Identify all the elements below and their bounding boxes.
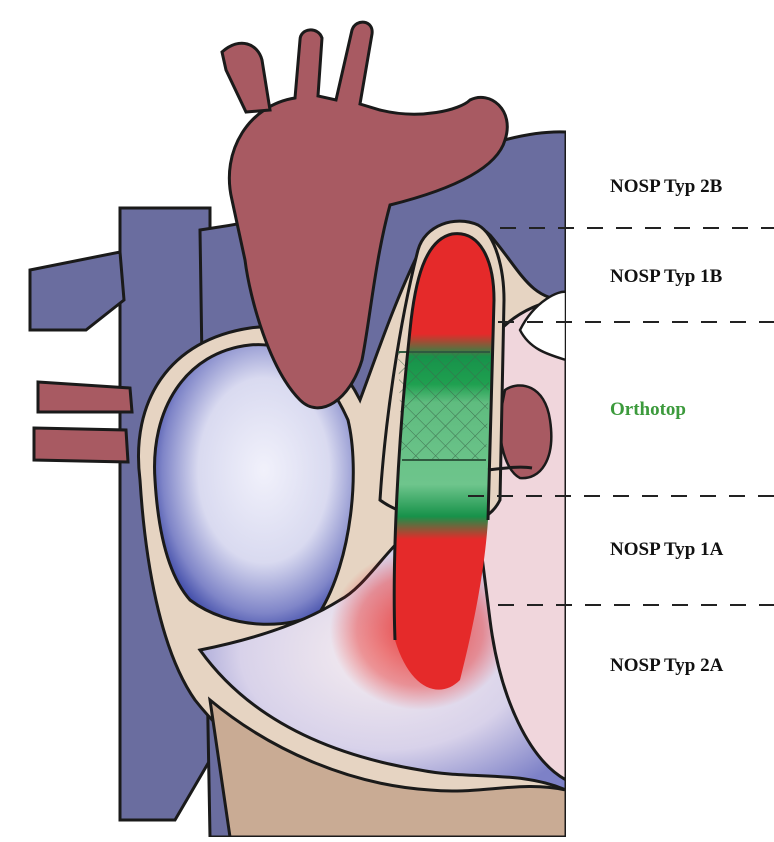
label-nosp-typ-1b: NOSP Typ 1B — [610, 266, 722, 288]
aortic-root-small — [500, 385, 552, 478]
pulmonary-vein-lower — [34, 428, 128, 462]
vein-branch-left — [30, 252, 124, 330]
aorta-branch-left — [222, 43, 270, 112]
label-nosp-typ-2b: NOSP Typ 2B — [610, 176, 722, 198]
pulmonary-vein-upper — [38, 382, 132, 412]
label-orthotop: Orthotop — [610, 399, 686, 421]
label-nosp-typ-1a: NOSP Typ 1A — [610, 539, 723, 561]
label-nosp-typ-2a: NOSP Typ 2A — [610, 655, 723, 677]
stent-mesh-icon — [398, 352, 490, 460]
